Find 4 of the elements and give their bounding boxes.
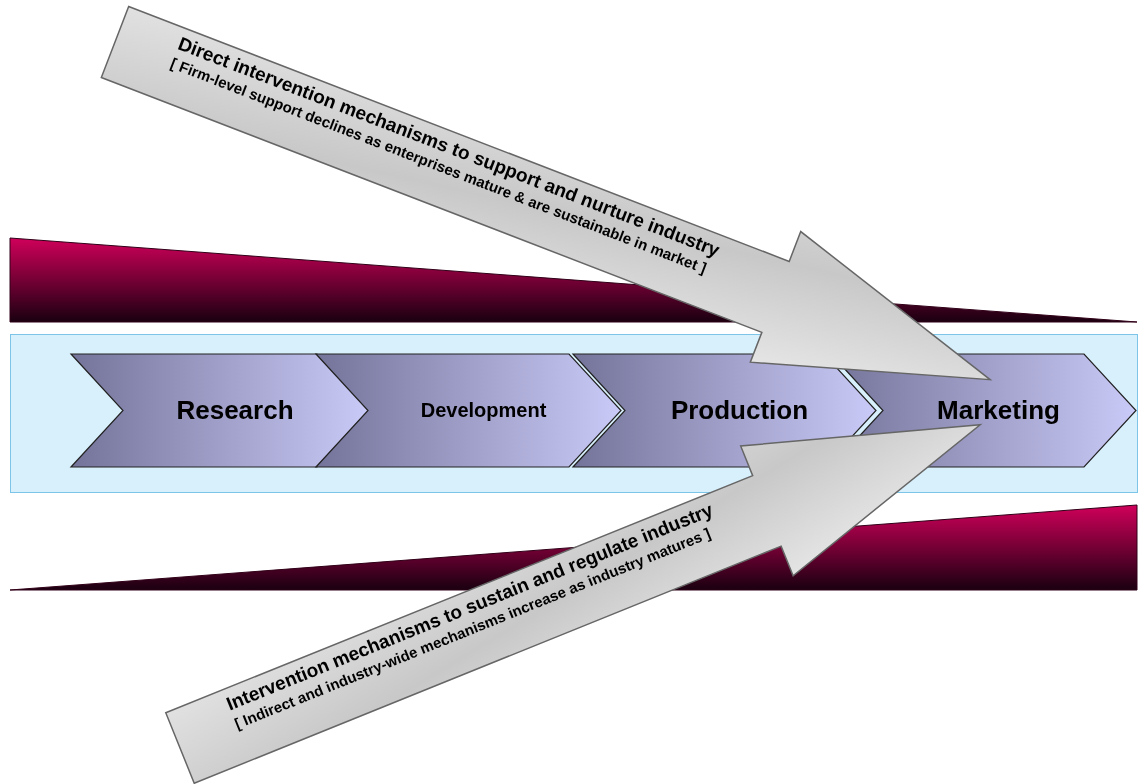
stage-label: Marketing [936, 395, 1060, 426]
stage-label: Production [669, 395, 809, 426]
stage-label: Development [419, 399, 547, 422]
stage-label: Research [175, 395, 294, 426]
